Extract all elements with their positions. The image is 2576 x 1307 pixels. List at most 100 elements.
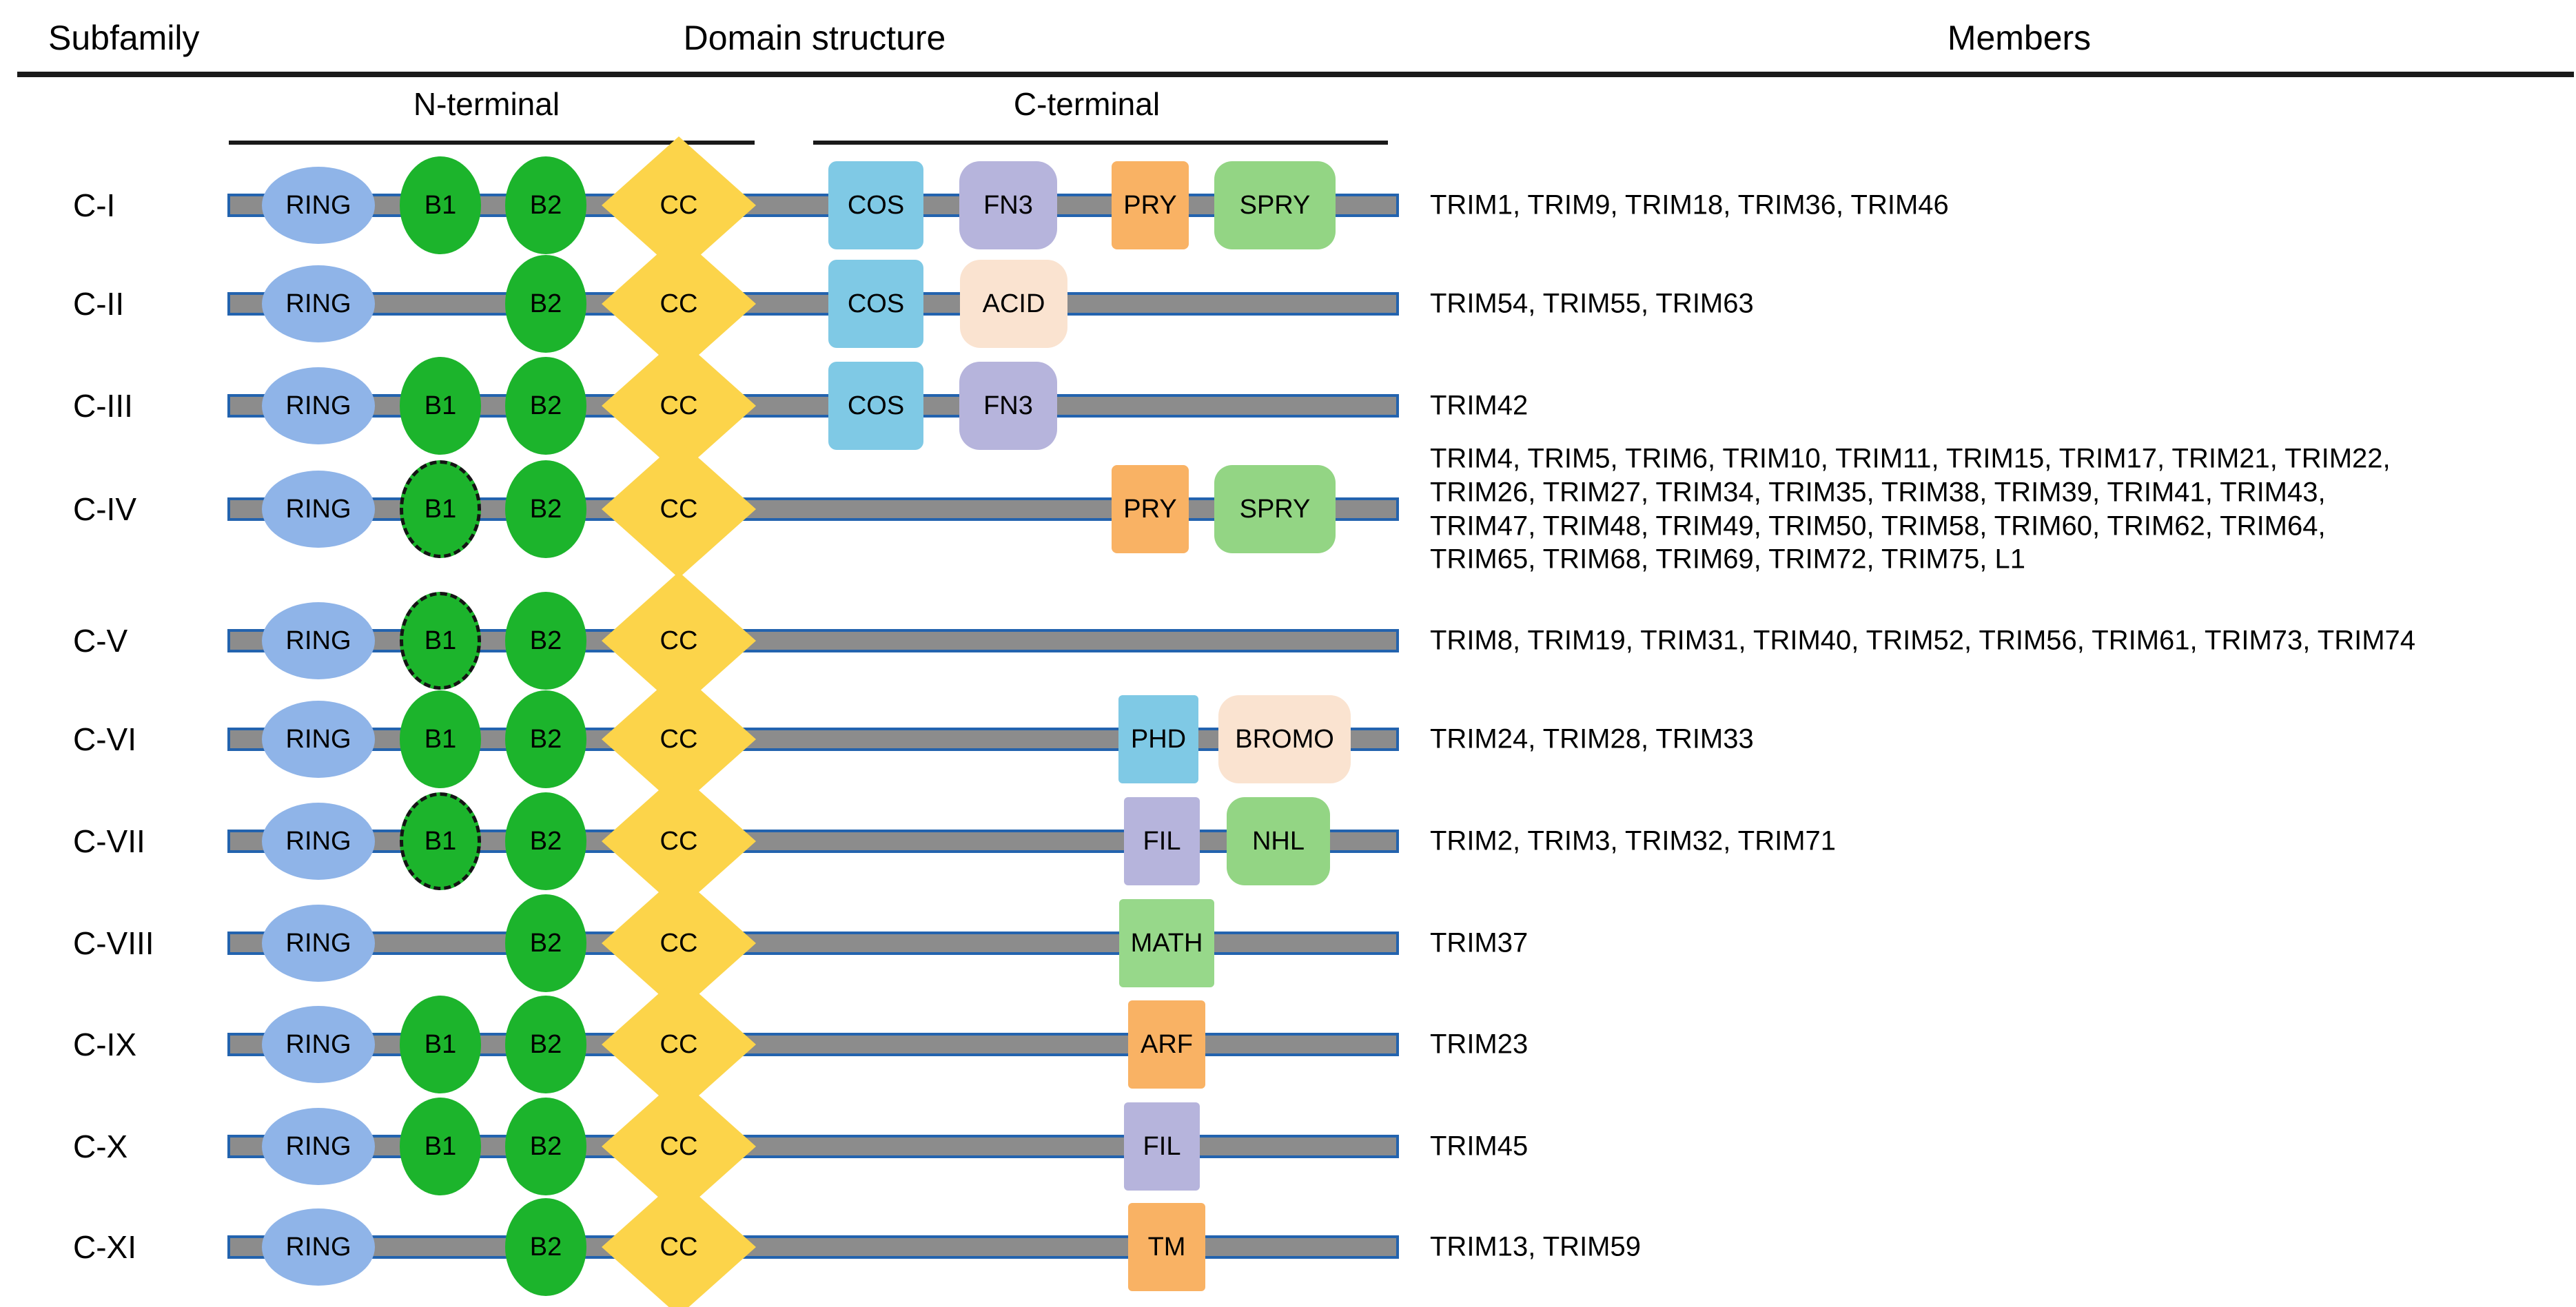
domain-pry-shape: PRY — [1112, 465, 1189, 553]
domain-label: FIL — [1143, 827, 1181, 856]
domain-label: B2 — [529, 289, 562, 318]
domain-b2-shape: B2 — [505, 792, 586, 890]
domain-label: B1 — [424, 1132, 457, 1161]
members-list: TRIM42 — [1430, 390, 1529, 421]
domain-label: SPRY — [1239, 495, 1311, 524]
subfamily-label: C-VIII — [73, 925, 154, 961]
domain-ring-shape: RING — [262, 471, 375, 548]
domain-label: CC — [660, 289, 698, 318]
members-list: TRIM4, TRIM5, TRIM6, TRIM10, TRIM11, TRI… — [1430, 443, 2391, 575]
domain-label: RING — [285, 1233, 351, 1262]
domain-label: B2 — [529, 626, 562, 655]
backbone-bar — [227, 292, 1399, 316]
domain-label: B2 — [529, 827, 562, 856]
n-terminal-label: N-terminal — [413, 86, 560, 122]
domain-b2-shape: B2 — [505, 592, 586, 690]
domain-b2-shape: B2 — [505, 894, 586, 992]
domain-label: B2 — [529, 725, 562, 754]
domain-label: BROMO — [1235, 725, 1334, 754]
domain-label: RING — [285, 929, 351, 958]
members-list: TRIM13, TRIM59 — [1430, 1231, 1641, 1262]
domain-label: RING — [285, 1030, 351, 1059]
domain-bromo-shape: BROMO — [1218, 695, 1351, 783]
domain-b2-shape: B2 — [505, 1198, 586, 1296]
domain-label: CC — [660, 725, 698, 754]
subfamily-label: C-IV — [73, 491, 136, 527]
domain-ring-shape: RING — [262, 701, 375, 778]
domain-label: B1 — [424, 1030, 457, 1059]
domain-label: B2 — [529, 391, 562, 420]
domain-label: RING — [285, 725, 351, 754]
domain-label: B2 — [529, 1233, 562, 1262]
domain-ring-shape: RING — [262, 265, 375, 342]
domain-label: RING — [285, 191, 351, 220]
c-terminal-underline — [813, 141, 1388, 145]
members-list: TRIM37 — [1430, 927, 1529, 958]
domain-math-shape: MATH — [1119, 899, 1214, 987]
members-list: TRIM54, TRIM55, TRIM63 — [1430, 288, 1754, 319]
domain-nhl-shape: NHL — [1227, 797, 1330, 885]
domain-label: B2 — [529, 1132, 562, 1161]
domain-b2-shape: B2 — [505, 1098, 586, 1195]
subfamily-label: C-X — [73, 1129, 128, 1164]
domain-b1-shape: B1 — [400, 460, 481, 558]
domain-label: ARF — [1141, 1030, 1193, 1059]
domain-label: FN3 — [983, 191, 1033, 220]
domain-label: CC — [660, 827, 698, 856]
domain-pry-shape: PRY — [1112, 161, 1189, 249]
domain-label: CC — [660, 1233, 698, 1262]
domain-b2-shape: B2 — [505, 255, 586, 353]
domain-ring-shape: RING — [262, 367, 375, 444]
domain-label: RING — [285, 289, 351, 318]
domain-label: COS — [847, 191, 905, 220]
members-list: TRIM2, TRIM3, TRIM32, TRIM71 — [1430, 825, 1837, 856]
domain-label: B1 — [424, 391, 457, 420]
domain-label: RING — [285, 626, 351, 655]
members-list: TRIM8, TRIM19, TRIM31, TRIM40, TRIM52, T… — [1430, 625, 2415, 656]
domain-cc-shape: CC — [602, 440, 756, 578]
domain-b2-shape: B2 — [505, 690, 586, 788]
domain-label: PRY — [1123, 191, 1177, 220]
domain-label: B1 — [424, 191, 457, 220]
backbone-bar — [227, 932, 1399, 955]
domain-label: B1 — [424, 626, 457, 655]
domain-spry-shape: SPRY — [1214, 465, 1336, 553]
domain-label: B1 — [424, 725, 457, 754]
domain-label: SPRY — [1239, 191, 1311, 220]
column-header-domain-structure: Domain structure — [683, 19, 946, 57]
domain-tm-shape: TM — [1128, 1203, 1205, 1291]
domain-fil-shape: FIL — [1124, 797, 1200, 885]
domain-b2-shape: B2 — [505, 460, 586, 558]
domain-phd-shape: PHD — [1118, 695, 1198, 783]
domain-label: RING — [285, 391, 351, 420]
domain-label: CC — [660, 495, 698, 524]
domain-ring-shape: RING — [262, 905, 375, 982]
domain-label: RING — [285, 495, 351, 524]
column-header-subfamily: Subfamily — [48, 19, 200, 57]
subfamily-label: C-VI — [73, 721, 136, 757]
domain-b1-shape: B1 — [400, 792, 481, 890]
subfamily-label: C-I — [73, 187, 116, 223]
domain-label: MATH — [1130, 929, 1203, 958]
domain-ring-shape: RING — [262, 167, 375, 244]
subfamily-label: C-V — [73, 623, 128, 659]
domain-label: CC — [660, 191, 698, 220]
subfamily-label: C-VII — [73, 823, 145, 859]
domain-b1-shape: B1 — [400, 156, 481, 254]
domain-acid-shape: ACID — [960, 260, 1067, 348]
domain-b2-shape: B2 — [505, 156, 586, 254]
domain-label: CC — [660, 1132, 698, 1161]
domain-label: B2 — [529, 1030, 562, 1059]
domain-label: B2 — [529, 495, 562, 524]
domain-label: FN3 — [983, 391, 1033, 420]
domain-cos-shape: COS — [828, 260, 923, 348]
members-list: TRIM45 — [1430, 1131, 1529, 1162]
domain-label: CC — [660, 626, 698, 655]
domain-label: B1 — [424, 827, 457, 856]
domain-label: ACID — [982, 289, 1045, 318]
domain-b2-shape: B2 — [505, 996, 586, 1093]
subfamily-label: C-XI — [73, 1229, 136, 1265]
domain-cos-shape: COS — [828, 362, 923, 450]
domain-label: COS — [847, 289, 905, 318]
